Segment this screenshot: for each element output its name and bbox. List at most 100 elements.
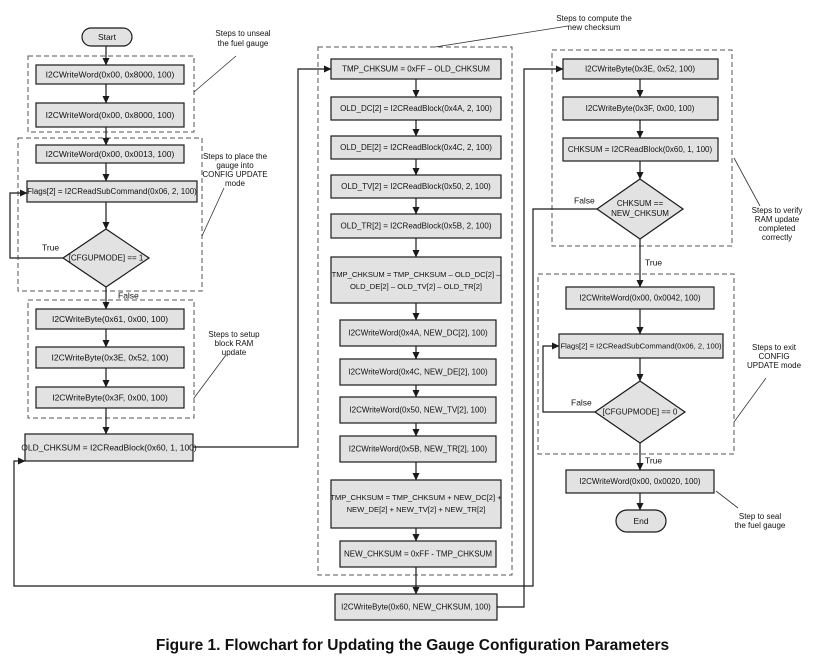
checksum-decision-text-1: CHKSUM == — [617, 199, 664, 208]
read-de-box — [330, 135, 502, 160]
annotation-compute-1: Steps to compute the — [556, 14, 632, 23]
annotation-unseal-1: Steps to unseal — [215, 29, 270, 38]
annotation-config-1: Steps to place the — [203, 152, 268, 161]
tmp-subtract-text-1: TMP_CHKSUM = TMP_CHKSUM – OLD_DC[2] – — [332, 270, 502, 279]
annotation-verify-1: Steps to verify — [752, 206, 803, 215]
new-checksum-box — [339, 540, 497, 568]
true-label-1: True — [42, 242, 59, 252]
annotation-setup-1: Steps to setup — [208, 330, 260, 339]
tmp-add-text-1: TMP_CHKSUM = TMP_CHKSUM + NEW_DC[2] + — [330, 493, 502, 502]
false-label-3: False — [571, 397, 592, 407]
exit-write-text: I2CWriteWord(0x00, 0x0042, 100) — [579, 294, 700, 303]
start-terminal — [81, 27, 133, 47]
setup-text-2: I2CWriteByte(0x3E, 0x52, 100) — [51, 352, 168, 362]
verify-text-3: CHKSUM = I2CReadBlock(0x60, 1, 100) — [568, 145, 713, 154]
cfgupmode-1-text: [CFGUPMODE] == 1 — [69, 254, 144, 263]
annotation-exit-3: UPDATE mode — [747, 361, 802, 370]
annotation-verify-3: completed — [759, 224, 796, 233]
start-label: Start — [98, 32, 117, 42]
config-write-text: I2CWriteWord(0x00, 0x0013, 100) — [46, 149, 175, 159]
verify-box-1 — [562, 58, 719, 80]
figure-caption: Figure 1. Flowchart for Updating the Gau… — [155, 637, 670, 654]
annotation-exit-1: Steps to exit — [752, 343, 797, 352]
setup-text-1: I2CWriteByte(0x61, 0x00, 100) — [52, 314, 168, 324]
annotation-config-3: CONFIG UPDATE — [202, 170, 267, 179]
tmp-checksum-box — [330, 58, 502, 80]
tmp-add-text-2: NEW_DE[2] + NEW_TV[2] + NEW_TR[2] — [347, 505, 486, 514]
checksum-decision-text-2: NEW_CHKSUM — [611, 209, 669, 218]
annotation-seal-1: Step to seal — [739, 512, 781, 521]
tmp-checksum-text: TMP_CHKSUM = 0xFF – OLD_CHKSUM — [342, 65, 490, 74]
false-label-2: False — [574, 195, 595, 205]
read-tv-text: OLD_TV[2] = I2CReadBlock(0x50, 2, 100) — [341, 182, 491, 191]
old-checksum-text: OLD_CHKSUM = I2CReadBlock(0x60, 1, 100) — [21, 442, 197, 452]
annotation-config-4: mode — [225, 179, 246, 188]
config-write-box — [35, 144, 185, 164]
setup-box-1 — [35, 308, 185, 330]
true-label-2: True — [645, 257, 662, 267]
write-dc-box — [339, 319, 497, 347]
read-tr-box — [330, 213, 502, 239]
unseal-text-2: I2CWriteWord(0x00, 0x8000, 100) — [46, 110, 175, 120]
new-checksum-text: NEW_CHKSUM = 0xFF - TMP_CHKSUM — [344, 550, 492, 559]
setup-box-2 — [35, 346, 185, 369]
setup-text-3: I2CWriteByte(0x3F, 0x00, 100) — [52, 392, 168, 402]
read-dc-text: OLD_DC[2] = I2CReadBlock(0x4A, 2, 100) — [340, 104, 492, 113]
write-tv-box — [339, 396, 497, 424]
read-tv-box — [330, 174, 502, 199]
cfgupmode-0-decision — [593, 380, 687, 444]
checksum-decision — [595, 178, 685, 240]
unseal-box-1 — [35, 64, 185, 85]
annotation-verify-4: correctly — [762, 233, 792, 242]
verify-box-3 — [562, 137, 719, 162]
group-setup — [27, 299, 195, 419]
exit-flags-box — [558, 333, 724, 359]
verify-box-2 — [562, 96, 719, 121]
write-checksum-box — [334, 593, 498, 621]
annotation-setup-2: block RAM — [215, 339, 254, 348]
unseal-text-1: I2CWriteWord(0x00, 0x8000, 100) — [46, 69, 175, 79]
write-tr-box — [339, 435, 497, 463]
cfgupmode-0-text: [CFGUPMODE] == 0 — [603, 408, 678, 417]
read-tr-text: OLD_TR[2] = I2CReadBlock(0x5B, 2, 100) — [341, 222, 492, 231]
group-unseal — [27, 55, 195, 133]
flags-read-text: Flags[2] = I2CReadSubCommand(0x06, 2, 10… — [27, 187, 197, 196]
unseal-box-2 — [35, 102, 185, 128]
flags-read-box — [26, 180, 198, 203]
cfgupmode-1-decision — [61, 228, 151, 288]
group-verify — [551, 49, 733, 247]
annotation-setup-3: update — [222, 348, 247, 357]
write-tv-text: I2CWriteWord(0x50, NEW_TV[2], 100) — [349, 406, 486, 415]
annotation-verify-2: RAM update — [755, 215, 800, 224]
verify-text-1: I2CWriteByte(0x3E, 0x52, 100) — [585, 65, 695, 74]
group-compute — [317, 46, 513, 576]
end-terminal — [615, 509, 667, 533]
end-label: End — [633, 516, 648, 526]
true-label-3: True — [645, 455, 662, 465]
tmp-subtract-box — [330, 256, 502, 304]
annotation-exit-2: CONFIG — [758, 352, 789, 361]
group-config-update — [17, 137, 203, 292]
annotation-compute-2: new checksum — [568, 23, 621, 32]
false-label-1: False — [118, 290, 139, 300]
write-checksum-text: I2CWriteByte(0x60, NEW_CHKSUM, 100) — [341, 603, 491, 612]
annotation-seal-2: the fuel gauge — [735, 521, 786, 530]
write-de-box — [339, 358, 497, 386]
exit-flags-text: Flags[2] = I2CReadSubCommand(0x06, 2, 10… — [560, 342, 722, 351]
seal-write-box — [565, 469, 715, 494]
read-dc-box — [330, 96, 502, 121]
setup-box-3 — [35, 386, 185, 409]
tmp-subtract-text-2: OLD_DE[2] – OLD_TV[2] – OLD_TR[2] — [350, 282, 482, 291]
seal-write-text: I2CWriteWord(0x00, 0x0020, 100) — [579, 477, 700, 486]
annotation-unseal-2: the fuel gauge — [218, 39, 269, 48]
exit-write-box — [565, 286, 715, 310]
group-exit — [537, 273, 735, 455]
write-de-text: I2CWriteWord(0x4C, NEW_DE[2], 100) — [348, 368, 488, 377]
read-de-text: OLD_DE[2] = I2CReadBlock(0x4C, 2, 100) — [340, 143, 492, 152]
write-dc-text: I2CWriteWord(0x4A, NEW_DC[2], 100) — [348, 329, 488, 338]
verify-text-2: I2CWriteByte(0x3F, 0x00, 100) — [586, 104, 695, 113]
tmp-add-box — [330, 479, 502, 529]
old-checksum-box — [24, 433, 194, 462]
write-tr-text: I2CWriteWord(0x5B, NEW_TR[2], 100) — [349, 445, 488, 454]
